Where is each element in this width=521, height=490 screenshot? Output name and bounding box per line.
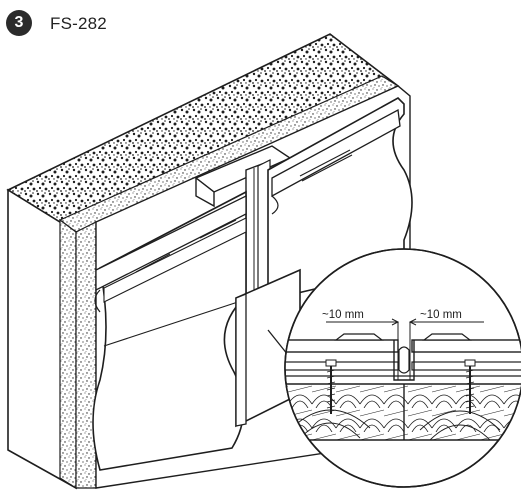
vertical-joint-profile [194, 145, 292, 300]
step-number-badge: 3 [6, 10, 32, 36]
right-siding-panel [267, 97, 413, 302]
left-siding-panel [92, 190, 247, 471]
dimension-label-right: ~10 mm [420, 309, 462, 321]
dimension-lines [326, 318, 484, 326]
dimension-label-left: ~10 mm [322, 309, 364, 321]
fastening-screw-left [325, 359, 337, 414]
fastening-screw-right [464, 359, 476, 414]
joint-cover-strip [235, 268, 301, 428]
detail-magnifier: ~10 mm ~10 mm [284, 248, 521, 488]
product-code-title: FS-282 [50, 14, 107, 33]
insulation-end-face [7, 188, 97, 490]
timber-batten [285, 383, 521, 441]
